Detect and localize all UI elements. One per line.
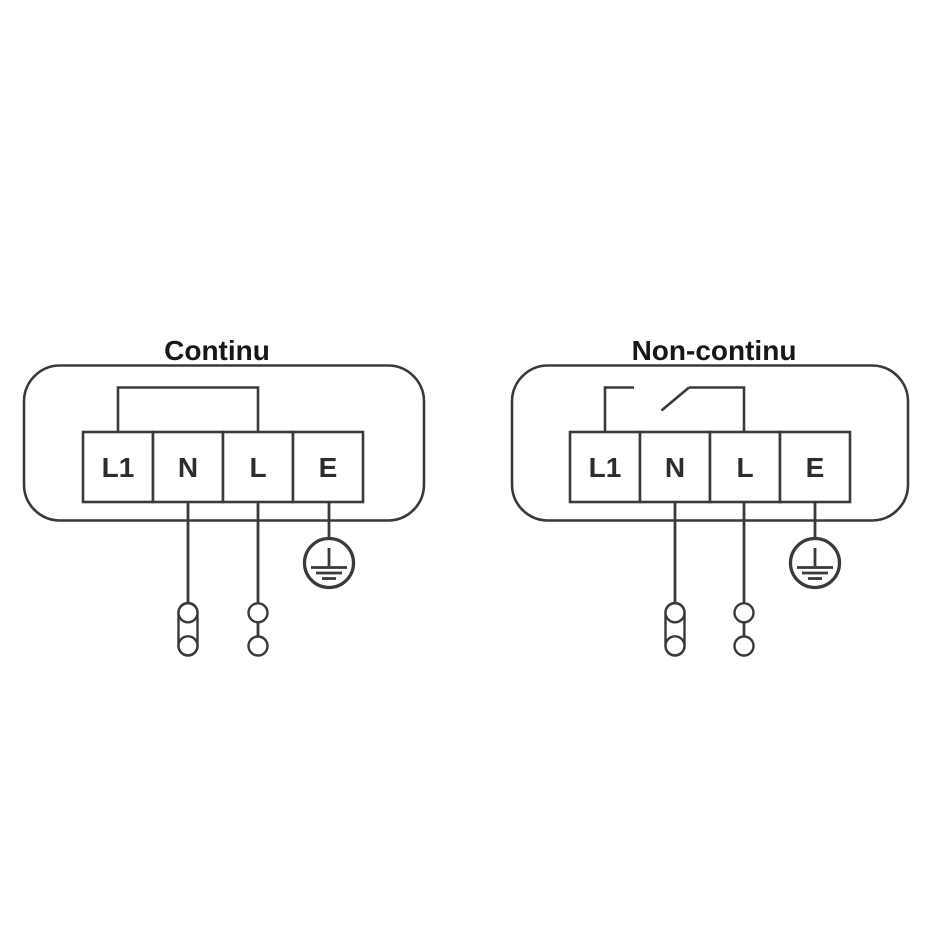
connector-circle-bottom [177, 635, 199, 657]
panel-title: Continu [164, 335, 270, 366]
live-cable-connector-icon [733, 602, 755, 657]
panel-continu: Continu L1 N L E [22, 335, 426, 657]
terminal-block: L1 N L E [81, 430, 365, 504]
terminal-box-n [151, 430, 225, 504]
neutral-cable-connector-icon [664, 601, 686, 657]
device-enclosure [510, 364, 910, 522]
terminal-box-e [778, 430, 852, 504]
terminal-box-n [638, 430, 712, 504]
neutral-cable-connector-icon [177, 601, 199, 657]
connector-circle-top [247, 602, 269, 624]
terminal-label-e: E [806, 452, 825, 483]
terminal-box-e [291, 430, 365, 504]
switch-right-stub [689, 386, 746, 432]
switch-blade [660, 386, 690, 412]
terminal-label-l: L [249, 452, 266, 483]
panel-title: Non-continu [632, 335, 797, 366]
protective-earth-icon [788, 536, 842, 590]
connector-circle-top [177, 602, 199, 624]
connector-circle-bottom [247, 635, 269, 657]
terminal-label-e: E [319, 452, 338, 483]
terminal-block: L1 N L E [568, 430, 852, 504]
terminal-label-l: L [736, 452, 753, 483]
connector-circle-top [733, 602, 755, 624]
panel-non-continu: Non-continu L1 N L E [510, 335, 910, 657]
connector-circle-bottom [733, 635, 755, 657]
switch-left-stub [603, 386, 634, 432]
connector-circle-top [664, 602, 686, 624]
terminal-label-n: N [665, 452, 685, 483]
terminal-label-l1: L1 [102, 452, 135, 483]
switch-open-link-icon [603, 386, 746, 432]
terminal-label-l1: L1 [589, 452, 622, 483]
terminal-box-l1 [81, 430, 155, 504]
bridge-closed-link-icon [116, 386, 260, 432]
live-cable-connector-icon [247, 602, 269, 657]
protective-earth-icon [302, 536, 356, 590]
device-enclosure [22, 364, 426, 522]
terminal-label-n: N [178, 452, 198, 483]
connector-circle-bottom [664, 635, 686, 657]
